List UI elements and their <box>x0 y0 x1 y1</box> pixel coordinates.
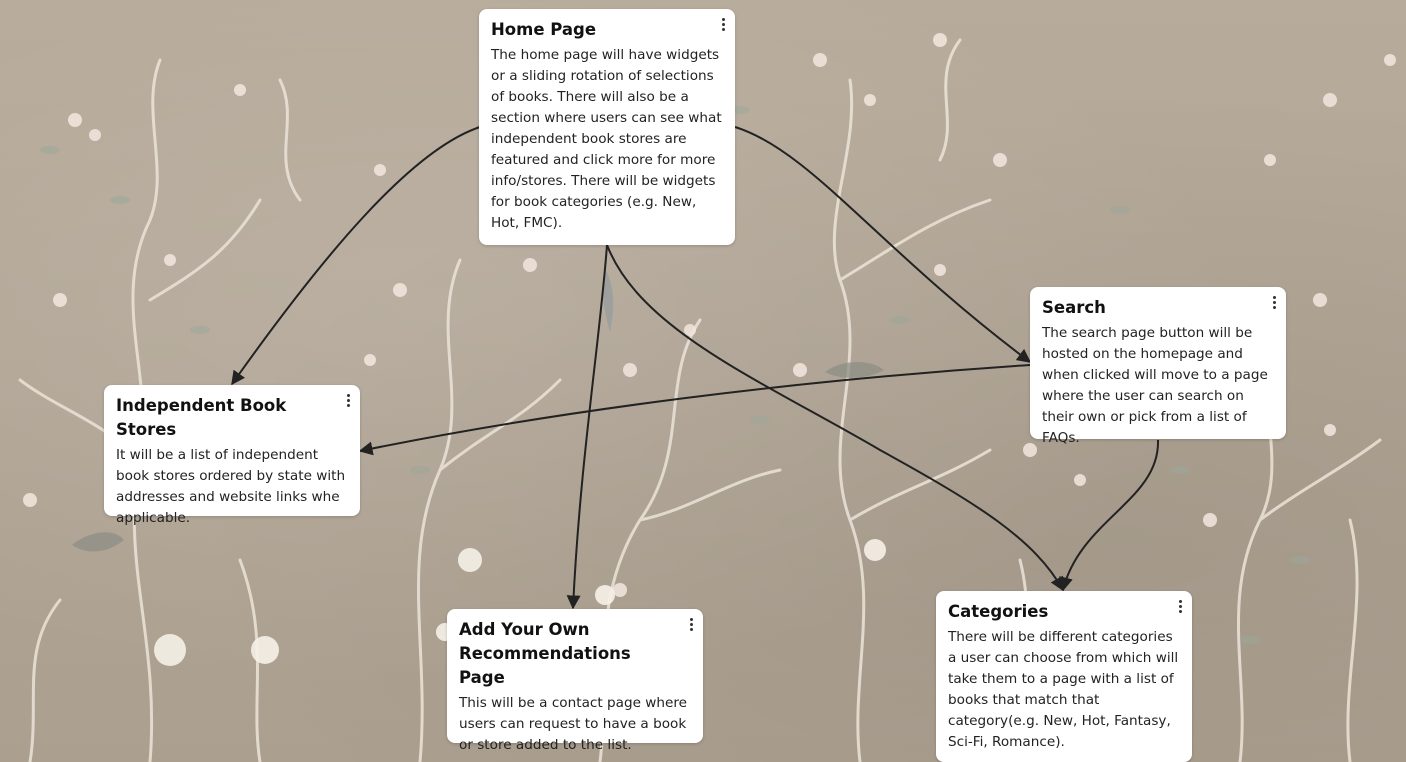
card-description: It will be a list of independent book st… <box>116 447 346 526</box>
card-description: The search page button will be hosted on… <box>1042 325 1268 446</box>
card-title: Home Page <box>491 20 597 39</box>
kebab-menu-icon[interactable] <box>1176 600 1184 614</box>
card-search[interactable]: Search The search page button will be ho… <box>1030 287 1286 446</box>
card-description: This will be a contact page where users … <box>459 695 688 753</box>
card-title: Categories <box>948 602 1049 621</box>
kebab-menu-icon[interactable] <box>719 18 727 32</box>
kebab-menu-icon[interactable] <box>687 618 695 632</box>
card-title: Independent Book Stores <box>116 396 287 439</box>
card-add-your-own-recommendations[interactable]: Add Your Own Recommendations Page This w… <box>447 609 703 753</box>
kebab-menu-icon[interactable] <box>1270 296 1278 310</box>
card-title: Search <box>1042 298 1106 317</box>
card-independent-book-stores[interactable]: Independent Book Stores It will be a lis… <box>104 385 360 526</box>
card-home-page[interactable]: Home Page The home page will have widget… <box>479 9 735 245</box>
card-title: Add Your Own Recommendations Page <box>459 620 631 687</box>
card-categories[interactable]: Categories There will be different categ… <box>936 591 1192 762</box>
card-description: The home page will have widgets or a sli… <box>491 47 722 231</box>
card-description: There will be different categories a use… <box>948 629 1179 750</box>
kebab-menu-icon[interactable] <box>344 394 352 408</box>
